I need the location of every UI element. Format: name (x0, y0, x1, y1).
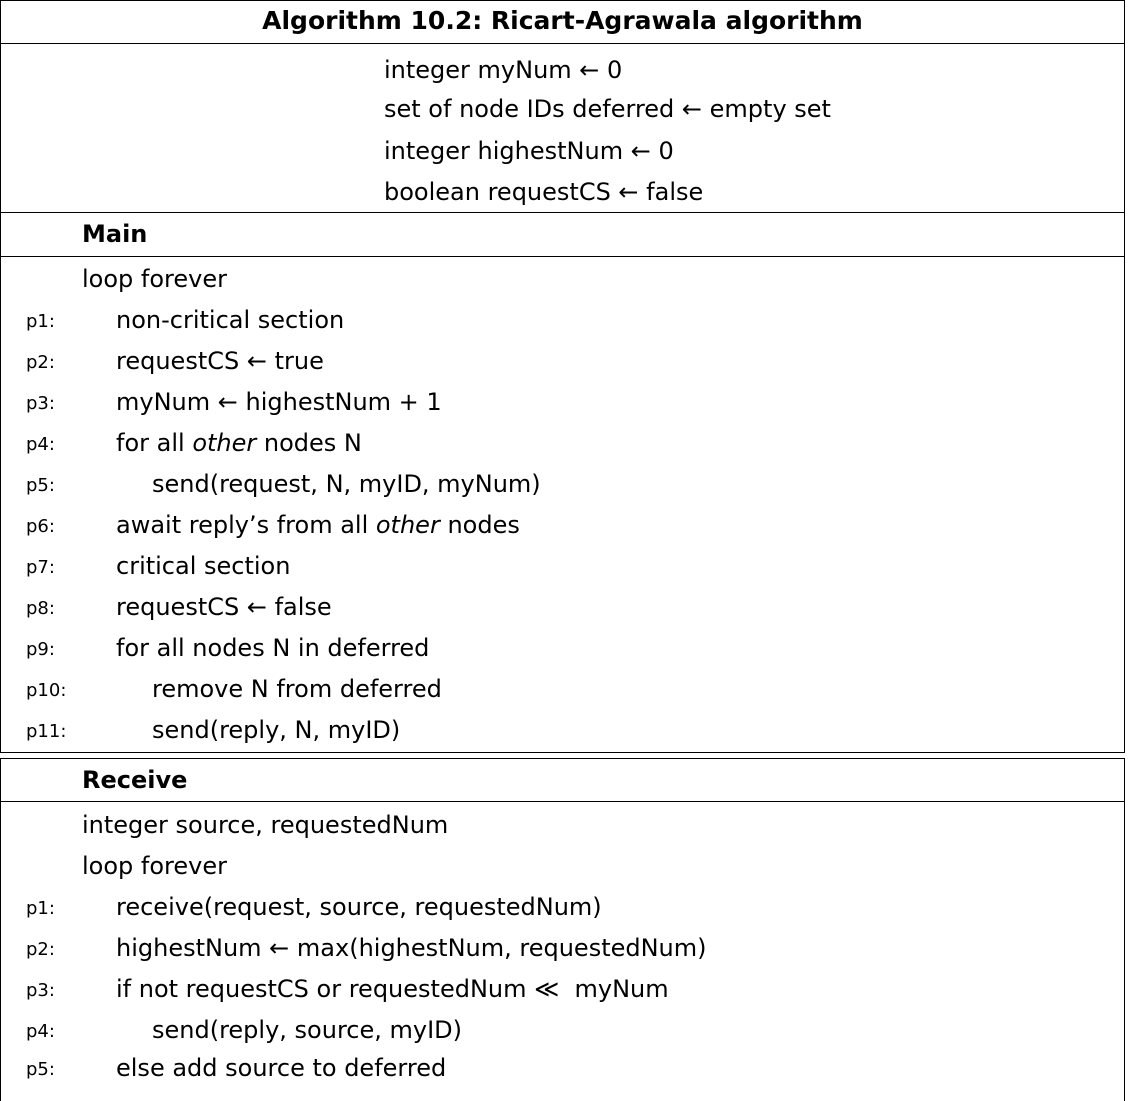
main-body-box (0, 256, 1125, 753)
line-label: p2: (26, 939, 55, 960)
global-decl: integer highestNum ← 0 (384, 137, 674, 165)
line-text: requestCS ← true (116, 347, 324, 375)
receive-loop: loop forever (82, 852, 227, 880)
line-text: if not requestCS or requestedNum ≪ myNum (116, 975, 669, 1003)
line-text: myNum ← highestNum + 1 (116, 388, 442, 416)
line-label: p9: (26, 639, 55, 660)
line-text: highestNum ← max(highestNum, requestedNu… (116, 934, 707, 962)
line-label: p4: (26, 1021, 55, 1042)
receive-body-box (0, 801, 1125, 1101)
line-label: p7: (26, 557, 55, 578)
line-label: p5: (26, 1059, 55, 1080)
line-label: p1: (26, 898, 55, 919)
global-decl: integer myNum ← 0 (384, 56, 623, 84)
line-label: p10: (26, 680, 67, 701)
line-text: for all other nodes N (116, 429, 362, 457)
line-text: requestCS ← false (116, 593, 332, 621)
line-text: non-critical section (116, 306, 345, 334)
global-decl: set of node IDs deferred ← empty set (384, 95, 831, 123)
line-label: p5: (26, 475, 55, 496)
line-text: for all nodes N in deferred (116, 634, 430, 662)
line-label: p6: (26, 516, 55, 537)
global-decl: boolean requestCS ← false (384, 178, 704, 206)
line-label: p3: (26, 980, 55, 1001)
line-label: p3: (26, 393, 55, 414)
receive-decl: integer source, requestedNum (82, 811, 449, 839)
receive-heading: Receive (82, 766, 188, 794)
line-text: await reply’s from all other nodes (116, 511, 520, 539)
line-label: p8: (26, 598, 55, 619)
line-text: else add source to deferred (116, 1054, 447, 1082)
main-loop: loop forever (82, 265, 227, 293)
line-label: p11: (26, 721, 67, 742)
line-text: send(reply, N, myID) (152, 716, 401, 744)
line-text: critical section (116, 552, 291, 580)
line-label: p1: (26, 311, 55, 332)
line-text: send(reply, source, myID) (152, 1016, 463, 1044)
line-text: send(request, N, myID, myNum) (152, 470, 541, 498)
line-text: receive(request, source, requestedNum) (116, 893, 602, 921)
line-label: p2: (26, 352, 55, 373)
main-heading-box (0, 212, 1125, 257)
line-text: remove N from deferred (152, 675, 442, 703)
algorithm-title: Algorithm 10.2: Ricart-Agrawala algorith… (262, 6, 863, 35)
main-heading: Main (82, 220, 148, 248)
line-label: p4: (26, 434, 55, 455)
